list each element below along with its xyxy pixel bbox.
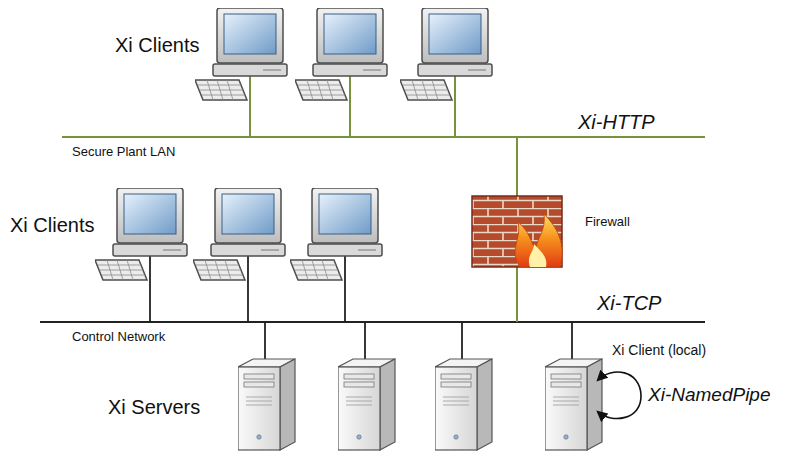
protocol-label: Xi-NamedPipe [648, 384, 771, 406]
device-label: Firewall [585, 215, 630, 230]
client-computer [290, 188, 382, 280]
server-tower [338, 359, 395, 450]
client-computer [400, 8, 492, 100]
lan-drops [250, 76, 517, 196]
server-tower [435, 359, 492, 450]
protocol-label: Xi-HTTP [578, 111, 655, 134]
network-label: Secure Plant LAN [72, 145, 175, 160]
client-computer [95, 188, 187, 280]
client-computer [195, 8, 287, 100]
loop-arrow [598, 372, 641, 419]
group-label: Xi Servers [108, 396, 200, 419]
group-label: Xi Clients [10, 214, 94, 237]
server-tower [238, 359, 295, 450]
protocol-label: Xi-TCP [597, 292, 661, 315]
client-computer [193, 188, 285, 280]
firewall-drop [516, 267, 518, 322]
server-tower [545, 359, 602, 450]
device-label: Xi Client (local) [612, 342, 706, 358]
group-label: Xi Clients [115, 34, 199, 57]
network-label: Control Network [72, 330, 165, 345]
client-computer [295, 8, 387, 100]
plant-lan-line [62, 136, 705, 138]
firewall-icon [472, 196, 562, 267]
control-network-line [40, 321, 705, 323]
